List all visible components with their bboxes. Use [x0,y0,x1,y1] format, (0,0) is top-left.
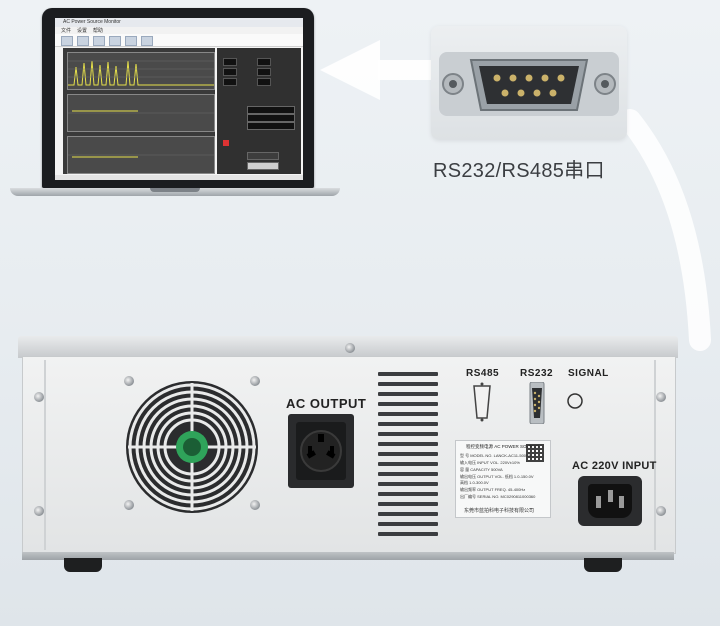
device-bottom-edge [22,552,674,560]
waveform-chart-2 [67,94,215,132]
laptop-screen: AC Power Source Monitor 文件 设置 帮助 [55,18,303,180]
connection-arrow [320,40,711,351]
toolbar-button[interactable] [77,36,89,46]
rs232-label: RS232 [520,368,554,379]
setting-field[interactable] [247,106,295,114]
control-field[interactable] [247,152,279,160]
waveform-chart-1 [67,52,215,90]
software-toolbar [55,34,303,47]
rs485-label: RS485 [466,368,500,379]
nameplate-line: 输入电压 INPUT VOL. 220V±10% [460,460,520,465]
waveform-trace [68,110,214,114]
screw-icon [124,500,134,510]
menu-item-file[interactable]: 文件 [61,28,72,34]
nameplate-line: 输出电压 OUTPUT VOL. 低档 1.0-150.0V [460,474,534,479]
screw-icon [34,392,44,402]
setting-field[interactable] [247,114,295,122]
signal-port-icon[interactable] [566,392,584,410]
readout-display [257,78,271,86]
laptop-base [10,188,340,196]
readout-display [223,68,237,76]
readout-display [223,78,237,86]
device-panel-frame [44,360,656,550]
db9-connector-icon [439,52,619,116]
device-nameplate: 程控变频电源 AC POWER SOURCE 型 号 MODEL NO. LAN… [455,440,551,518]
interface-caption: RS232/RS485串口 [433,160,605,182]
nameplate-line: 型 号 MODEL NO. LANCK-AC11-500VA [460,453,532,458]
nameplate-line: 高档 1.0-300.0V [460,480,489,485]
cooling-fan-icon [126,381,258,513]
screw-icon [656,506,666,516]
nameplate-line: 出厂编号 SERIAL NO. MC0290811000360 [460,494,536,499]
waveform-trace [68,154,214,158]
nameplate-line: 容 量 CAPACITY 500VA [460,467,503,472]
ventilation-slots [378,372,438,542]
screw-icon [250,376,260,386]
software-readout-panel [217,48,301,174]
software-title: AC Power Source Monitor [63,19,121,25]
setting-field[interactable] [247,122,295,130]
readout-display [257,58,271,66]
software-menu-bar: 文件 设置 帮助 [55,27,303,34]
device-foot [64,558,102,572]
status-indicator [223,140,229,146]
universal-socket-icon [300,430,342,472]
toolbar-button[interactable] [61,36,73,46]
waveform-trace [68,60,214,86]
rs485-port-icon[interactable] [470,382,494,422]
toolbar-button[interactable] [93,36,105,46]
laptop-notch [150,188,200,192]
readout-display [223,58,237,66]
toolbar-button[interactable] [109,36,121,46]
qr-code-icon [526,444,544,462]
iec-inlet-icon [588,484,632,518]
software-status-bar [55,175,303,180]
rs232-port-icon[interactable] [524,382,550,424]
screw-icon [250,500,260,510]
nameplate-maker: 东莞市蓝拍科电子科技有限公司 [464,508,535,514]
nameplate-line: 输出频率 OUTPUT FREQ. 45-400Hz [460,487,526,492]
screw-icon [345,343,355,353]
readout-display [257,68,271,76]
waveform-chart-3 [67,136,215,174]
screw-icon [124,376,134,386]
toolbar-button[interactable] [125,36,137,46]
device-foot [584,558,622,572]
toolbar-button[interactable] [141,36,153,46]
screw-icon [656,392,666,402]
ac-output-label: AC OUTPUT [286,396,367,411]
ac-input-label: AC 220V INPUT [572,460,657,472]
menu-item-settings[interactable]: 设置 [77,28,88,34]
db9-connector-photo [431,26,627,140]
software-chart-area [63,48,215,174]
nameplate-title: 程控变频电源 AC POWER SOURCE [466,444,540,449]
ac-output-socket-face [296,422,346,480]
screw-icon [34,506,44,516]
menu-item-help[interactable]: 帮助 [93,28,104,34]
signal-label: SIGNAL [568,368,609,379]
apply-button[interactable] [247,162,279,170]
